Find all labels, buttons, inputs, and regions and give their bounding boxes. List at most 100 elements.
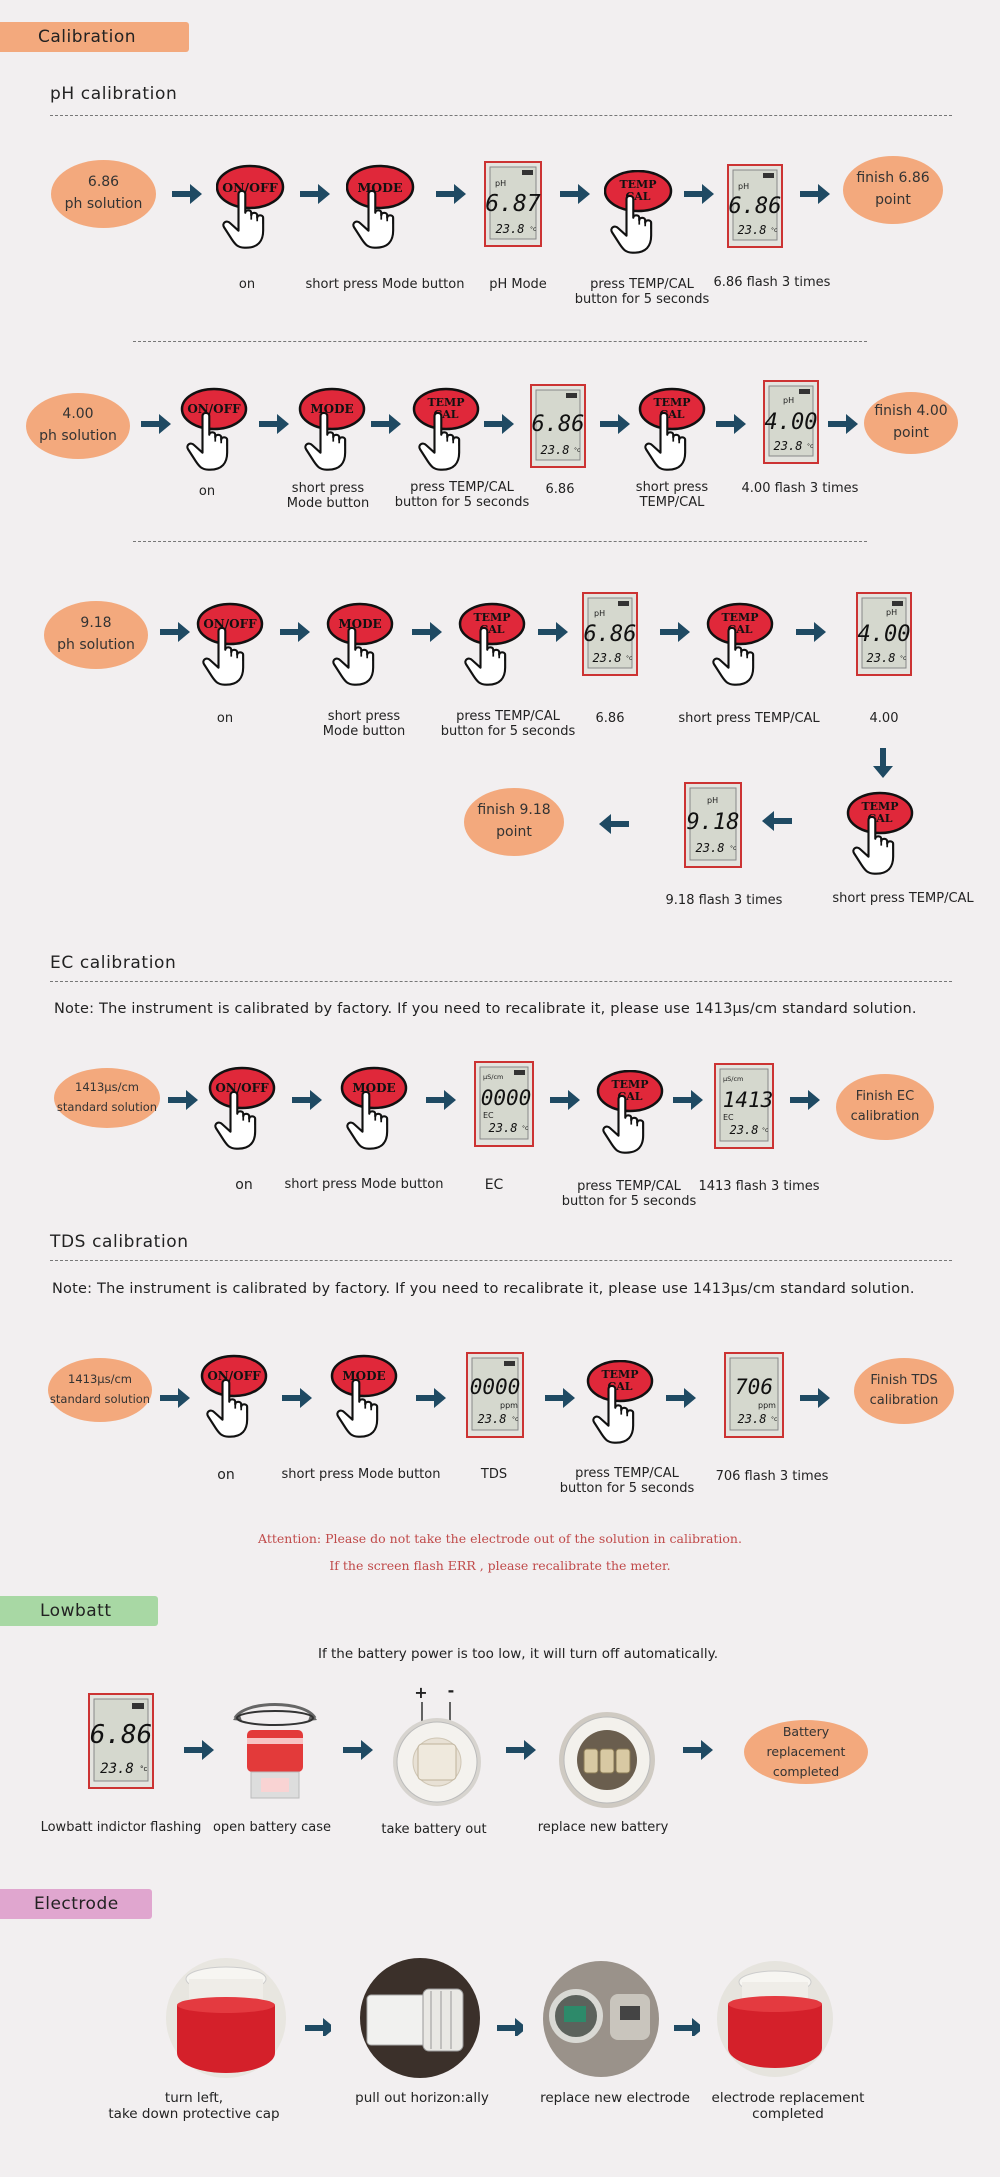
arrow-right-icon <box>160 1388 190 1408</box>
hand-press-icon: MODE <box>345 164 415 249</box>
caption: on <box>235 1177 253 1193</box>
hand-press-icon: TEMP CAL <box>596 1069 664 1154</box>
divider <box>50 115 952 116</box>
lcd-temp: 23.8 <box>489 1121 518 1135</box>
caption: press TEMP/CAL button for 5 seconds <box>561 1179 697 1210</box>
temp-cal-button[interactable]: TEMP CAL <box>412 386 484 476</box>
mode-label: MODE <box>310 402 353 416</box>
caption: on <box>198 484 216 499</box>
ph2-end-oval: finish 4.00 point <box>864 392 958 454</box>
lcd-display: pH 4.00 23.8 °c <box>856 592 912 676</box>
caption: 9.18 flash 3 times <box>665 893 783 908</box>
caption: pH Mode <box>489 277 547 292</box>
mode-label: MODE <box>338 617 381 631</box>
caption: 1413 flash 3 times <box>698 1179 820 1194</box>
ph3-end-oval: finish 9.18 point <box>464 788 564 856</box>
lcd-value: 9.18 <box>687 810 740 835</box>
temp-cal-button[interactable]: TEMP CAL <box>638 386 710 476</box>
hand-press-icon: TEMP CAL <box>412 387 480 471</box>
lcd-unit: pH <box>886 608 897 617</box>
temp-label: TEMP <box>427 396 464 409</box>
mode-button[interactable]: MODE <box>340 1065 412 1155</box>
temp-cal-button[interactable]: TEMP CAL <box>706 601 778 691</box>
lcd-ec-label: EC <box>723 1113 734 1122</box>
lcd-unit: ppm <box>500 1401 518 1410</box>
lcd-display: µS/cm 1413 EC 23.8 °c <box>714 1063 774 1149</box>
caption: short press Mode button <box>322 709 406 740</box>
lcd-display: pH 6.86 23.8 °c <box>727 164 783 248</box>
temp-label: TEMP <box>611 1078 648 1091</box>
arrow-right-icon <box>790 1090 820 1110</box>
caption: 6.86 flash 3 times <box>713 275 831 290</box>
tds-note: Note: The instrument is calibrated by fa… <box>52 1281 915 1297</box>
lcd-value: 6.86 <box>729 194 782 219</box>
battery-icon <box>132 1703 144 1709</box>
lcd-temp-unit: °c <box>762 1127 768 1134</box>
lcd-unit: pH <box>738 182 749 191</box>
caption: on <box>216 711 234 726</box>
ec-end-oval: Finish EC calibration <box>836 1074 934 1140</box>
lcd-unit: ppm <box>758 1401 776 1410</box>
caption: Lowbatt indictor flashing <box>40 1820 202 1835</box>
lcd-value: 0000 <box>470 1375 521 1399</box>
lcd-unit: µS/cm <box>723 1075 743 1083</box>
caption: TDS <box>480 1467 508 1482</box>
mode-button[interactable]: MODE <box>345 162 418 252</box>
lowbatt-tag-label: Lowbatt <box>40 1601 112 1621</box>
arrow-right-icon <box>172 184 202 204</box>
arrow-right-icon <box>506 1740 536 1760</box>
caption: replace new battery <box>537 1820 669 1835</box>
lcd-display: pH 6.86 23.8 °c <box>582 592 638 676</box>
lcd-temp-unit: °c <box>530 226 536 233</box>
temp-cal-button[interactable]: TEMP CAL <box>596 1069 668 1160</box>
hand-press-icon: MODE <box>326 602 394 686</box>
onoff-button[interactable]: ON/OFF <box>208 1065 280 1155</box>
arrow-left-icon <box>599 814 629 834</box>
tds-end-line2: calibration <box>869 1393 939 1408</box>
temp-cal-button[interactable]: TEMP CAL <box>846 790 918 880</box>
divider <box>133 541 867 542</box>
battery-icon <box>566 393 577 398</box>
lcd-unit: µS/cm <box>483 1073 503 1081</box>
arrow-right-icon <box>305 2018 331 2036</box>
temp-label: TEMP <box>721 611 758 624</box>
lcd-temp: 23.8 <box>496 222 525 236</box>
ph2-start-line2: ph solution <box>39 428 117 444</box>
onoff-button[interactable]: ON/OFF <box>200 1352 272 1442</box>
attention-line1: Attention: Please do not take the electr… <box>258 1531 742 1546</box>
onoff-label: ON/OFF <box>207 1369 261 1383</box>
mode-button[interactable]: MODE <box>298 386 370 476</box>
ph1-start-line2: ph solution <box>64 196 143 212</box>
ph3-end-line1: finish 9.18 <box>477 802 551 819</box>
mode-label: MODE <box>352 1081 395 1095</box>
lcd-display: µS/cm 0000 EC 23.8 °c <box>474 1061 534 1147</box>
lcd-value: 706 <box>735 1375 773 1399</box>
caption: take battery out <box>381 1822 487 1837</box>
mode-button[interactable]: MODE <box>330 1352 402 1442</box>
onoff-button[interactable]: ON/OFF <box>180 386 252 476</box>
battery-icon <box>522 170 533 175</box>
temp-cal-button[interactable]: TEMP CAL <box>458 601 530 691</box>
temp-cal-button[interactable]: TEMP CAL <box>586 1359 658 1450</box>
hand-press-icon: MODE <box>298 387 366 471</box>
onoff-button[interactable]: ON/OFF <box>196 601 268 691</box>
arrow-right-icon <box>282 1388 312 1408</box>
arrow-right-icon <box>300 184 330 204</box>
arrow-right-icon <box>716 414 746 434</box>
lcd-display: 6.86 23.8 °c <box>530 384 586 468</box>
lcd-temp-unit: °c <box>574 447 580 454</box>
battery-icon <box>514 1070 525 1075</box>
mode-button[interactable]: MODE <box>326 601 398 691</box>
lcd-value: 1413 <box>723 1088 774 1112</box>
arrow-right-icon <box>412 622 442 642</box>
temp-cal-button[interactable]: TEMP CAL <box>603 169 676 260</box>
mode-label: MODE <box>342 1369 385 1383</box>
lcd-temp-unit: °c <box>626 655 632 662</box>
arrow-right-icon <box>560 184 590 204</box>
battery-plus-label: + <box>414 1683 428 1702</box>
ph2-end-line1: finish 4.00 <box>874 403 948 420</box>
onoff-button[interactable]: ON/OFF <box>215 162 288 252</box>
lcd-temp-unit: °c <box>771 227 777 234</box>
battery-minus-label: - <box>447 1681 455 1700</box>
ph3-start-line2: ph solution <box>57 637 135 653</box>
